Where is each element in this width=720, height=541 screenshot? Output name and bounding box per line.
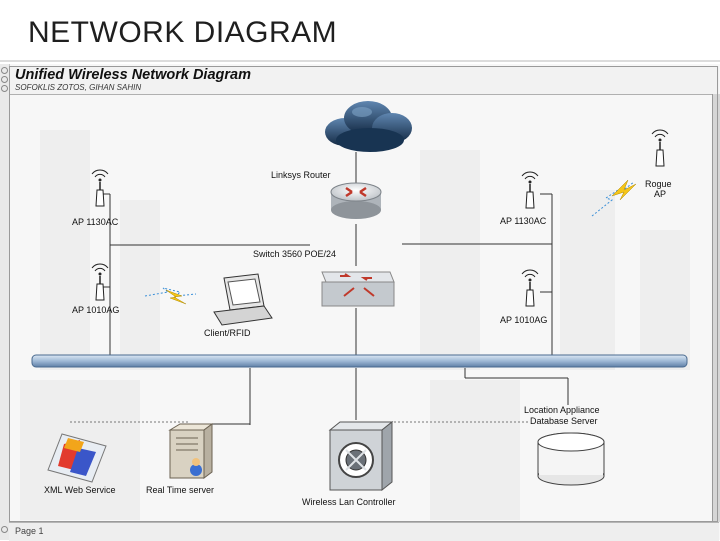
controller-icon [328, 420, 394, 492]
switch-icon [321, 271, 395, 307]
lightning-icon [144, 287, 197, 305]
wlc-label: Wireless Lan Controller [302, 497, 396, 507]
network-links [100, 152, 569, 428]
access-point-icon [651, 129, 669, 167]
server-icon [168, 423, 214, 479]
title-divider [0, 60, 720, 62]
ap-left-bottom-label: AP 1010AG [72, 305, 120, 315]
database-server-label: Database Server [530, 416, 598, 426]
document-header: Unified Wireless Network Diagram SOFOKLI… [9, 66, 719, 95]
rail-marker [1, 85, 8, 92]
rogue-ap-label-line2: AP [654, 189, 667, 199]
cloud-icon [325, 101, 412, 152]
network-bus [31, 354, 688, 368]
rail-marker [1, 526, 8, 533]
location-appliance-label: Location Appliance [524, 405, 600, 415]
lightning-icon [591, 179, 637, 217]
rail-marker [1, 76, 8, 83]
access-point-icon [521, 171, 539, 209]
slide-title: NETWORK DIAGRAM [28, 16, 338, 49]
client-label: Client/RFID [204, 328, 251, 338]
access-point-icon [521, 269, 539, 307]
document-author: SOFOKLIS ZOTOS, GIHAN SAHIN [15, 83, 142, 92]
realtime-server-label: Real Time server [146, 485, 215, 495]
access-point-icon [91, 263, 109, 301]
switch-label: Switch 3560 POE/24 [253, 249, 337, 259]
router-icon [330, 182, 382, 219]
rogue-ap-label-line1: Rogue [645, 179, 672, 189]
page-indicator: Page 1 [15, 526, 44, 536]
ap-left-top-label: AP 1130AC [72, 217, 119, 227]
ap-right-bottom-label: AP 1010AG [500, 315, 548, 325]
background-buildings [20, 130, 690, 520]
xml-service-label: XML Web Service [44, 485, 116, 495]
right-scrollbar[interactable] [712, 94, 720, 522]
router-label: Linksys Router [271, 170, 331, 180]
database-icon [537, 432, 605, 486]
xml-service-icon [47, 433, 107, 483]
document-footer: Page 1 [9, 522, 719, 541]
document-title: Unified Wireless Network Diagram [15, 67, 251, 83]
access-point-icon [91, 169, 109, 207]
ap-right-top-label: AP 1130AC [500, 216, 547, 226]
laptop-icon [213, 273, 273, 326]
rail-marker [1, 67, 8, 74]
